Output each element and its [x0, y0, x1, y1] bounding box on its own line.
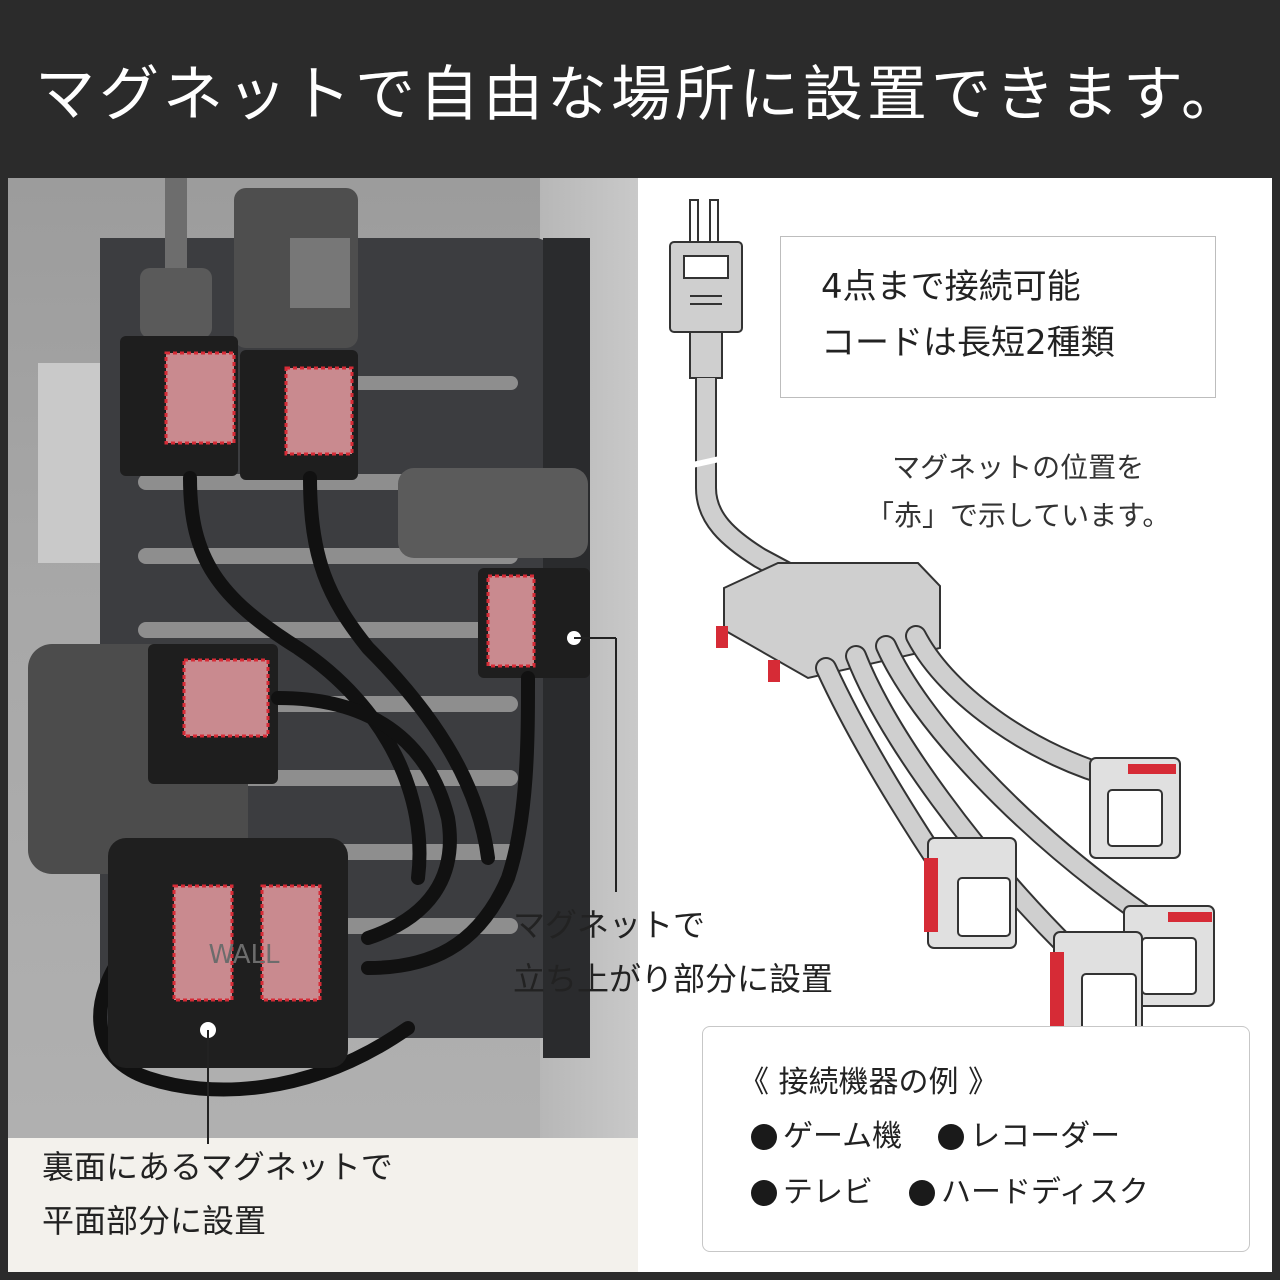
back-magnet-label-line1: 裏面にあるマグネットで [42, 1148, 393, 1186]
bullet-icon [938, 1124, 965, 1150]
magnet-note-line1: マグネットの位置を [892, 451, 1145, 484]
example-label: ハードディスク [941, 1175, 1149, 1210]
power-plug-top [140, 268, 212, 338]
cable-diagram [669, 199, 1215, 1045]
side-magnet-label: マグネットで 立ち上がり部分に設置 [513, 898, 833, 1006]
example-label: テレビ [783, 1175, 873, 1210]
info-box: 4点まで接続可能 コードは長短2種類 [780, 236, 1216, 398]
examples-title: 《 接続機器の例 》 [739, 1065, 999, 1100]
page-title: マグネットで自由な場所に設置できます。 [35, 59, 1245, 130]
example-label: ゲーム機 [783, 1119, 903, 1154]
example-item: ハードディスク [897, 1165, 1149, 1221]
photo-illustration: WALL [28, 178, 617, 1144]
info-line-2: コードは長短2種類 [821, 323, 1115, 363]
content-canvas: WALL 裏面にあるマグネットで 平面部分に設置 マグネットで 立ち上がり部分に… [8, 178, 1272, 1272]
examples-row-1: ゲーム機 レコーダー [739, 1109, 1249, 1165]
ac-adaptor-small [398, 468, 588, 558]
product-photo: WALL 裏面にあるマグネットで 平面部分に設置 [8, 178, 638, 1272]
back-magnet-label-line2: 平面部分に設置 [42, 1202, 267, 1240]
outlet-box-2 [1089, 757, 1181, 859]
example-label: レコーダー [970, 1119, 1121, 1154]
example-item: テレビ [739, 1165, 873, 1221]
floor-area [8, 1138, 638, 1272]
bullet-icon [909, 1180, 935, 1206]
examples-row-2: テレビ ハードディスク [739, 1165, 1249, 1221]
magnet-note-line2: 「赤」で示しています。 [866, 499, 1171, 532]
bullet-icon [751, 1180, 777, 1206]
side-magnet-label-line1: マグネットで [513, 906, 706, 944]
side-magnet-label-line2: 立ち上がり部分に設置 [513, 960, 834, 998]
header-banner: マグネットで自由な場所に設置できます。 [0, 0, 1280, 178]
outlet-box-4 [1050, 931, 1143, 1045]
brand-mark: WALL [208, 940, 280, 970]
plug-icon [669, 199, 743, 379]
magnet-note: マグネットの位置を 「赤」で示しています。 [866, 444, 1170, 540]
outlet-box-1 [924, 837, 1017, 949]
bullet-icon [751, 1124, 777, 1150]
example-item: ゲーム機 [739, 1109, 902, 1165]
tv-label-plate [38, 363, 108, 563]
example-item: レコーダー [926, 1109, 1120, 1165]
info-line-1: 4点まで接続可能 [821, 267, 1081, 307]
examples-box: 《 接続機器の例 》 ゲーム機 レコーダー テレビ ハードディスク [702, 1026, 1250, 1252]
back-magnet-label: 裏面にあるマグネットで 平面部分に設置 [42, 1140, 393, 1248]
